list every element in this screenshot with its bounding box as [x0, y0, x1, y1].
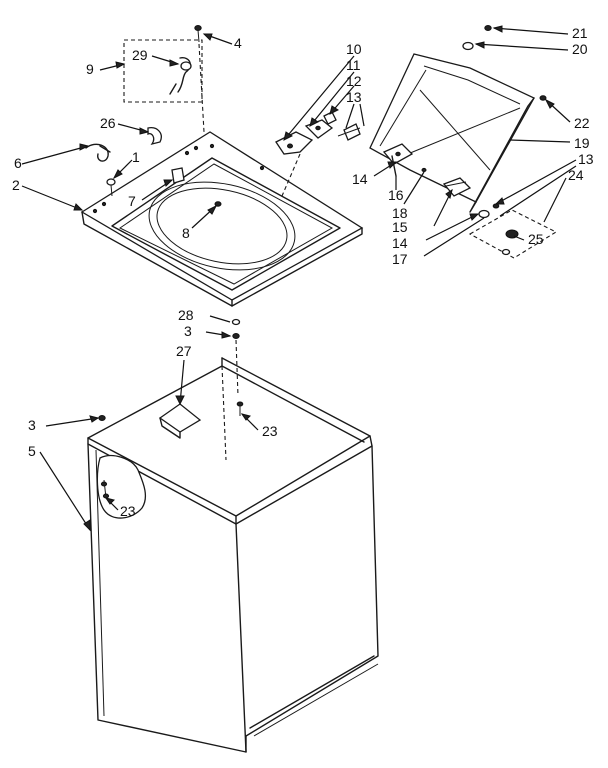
callout-20: 20: [572, 41, 588, 57]
cabinet-bracket: [158, 403, 202, 439]
bumper-part: [171, 167, 185, 184]
tub-ring-screw: [214, 201, 222, 207]
callout-18: 18: [392, 205, 408, 221]
callout-28: 28: [178, 307, 194, 323]
cabinet-screws: [98, 318, 244, 421]
callout-12: 12: [346, 73, 362, 89]
callout-13b: 13: [578, 151, 594, 167]
callout-16: 16: [388, 187, 404, 203]
callout-3a: 3: [184, 323, 192, 339]
callout-26: 26: [100, 115, 116, 131]
callout-29: 29: [132, 47, 148, 63]
hose-clamp: [85, 143, 111, 162]
callout-4: 4: [234, 35, 242, 51]
wire-clip: [147, 127, 162, 146]
callout-23b: 23: [120, 503, 136, 519]
callout-25: 25: [528, 231, 544, 247]
callout-23a: 23: [262, 423, 278, 439]
callout-labels: 4 29 9 26 6 1 2 7 8 10 11 12 13 14 16 18…: [12, 25, 594, 519]
callout-10: 10: [346, 41, 362, 57]
callout-13a: 13: [346, 89, 362, 105]
callout-22: 22: [574, 115, 590, 131]
callout-2: 2: [12, 177, 20, 193]
callout-19: 19: [574, 135, 590, 151]
lid: [369, 25, 547, 213]
callout-1: 1: [132, 149, 140, 165]
callout-17: 17: [392, 251, 408, 267]
callout-27: 27: [176, 343, 192, 359]
lid-switch-box: [123, 39, 203, 103]
callout-6: 6: [14, 155, 22, 171]
top-panel: [80, 131, 364, 307]
callout-9: 9: [86, 61, 94, 77]
pointer-lines: [21, 25, 577, 532]
callout-5: 5: [28, 443, 36, 459]
callout-7: 7: [128, 193, 136, 209]
screw-4: [194, 25, 205, 133]
callout-15: 15: [392, 219, 408, 235]
callout-14a: 14: [352, 171, 368, 187]
callout-24: 24: [568, 167, 584, 183]
callout-21: 21: [572, 25, 588, 41]
callout-14b: 14: [392, 235, 408, 251]
callout-3b: 3: [28, 417, 36, 433]
clip-screw: [106, 178, 116, 197]
callout-8: 8: [182, 225, 190, 241]
cabinet: [87, 357, 379, 753]
callout-11: 11: [346, 57, 361, 73]
